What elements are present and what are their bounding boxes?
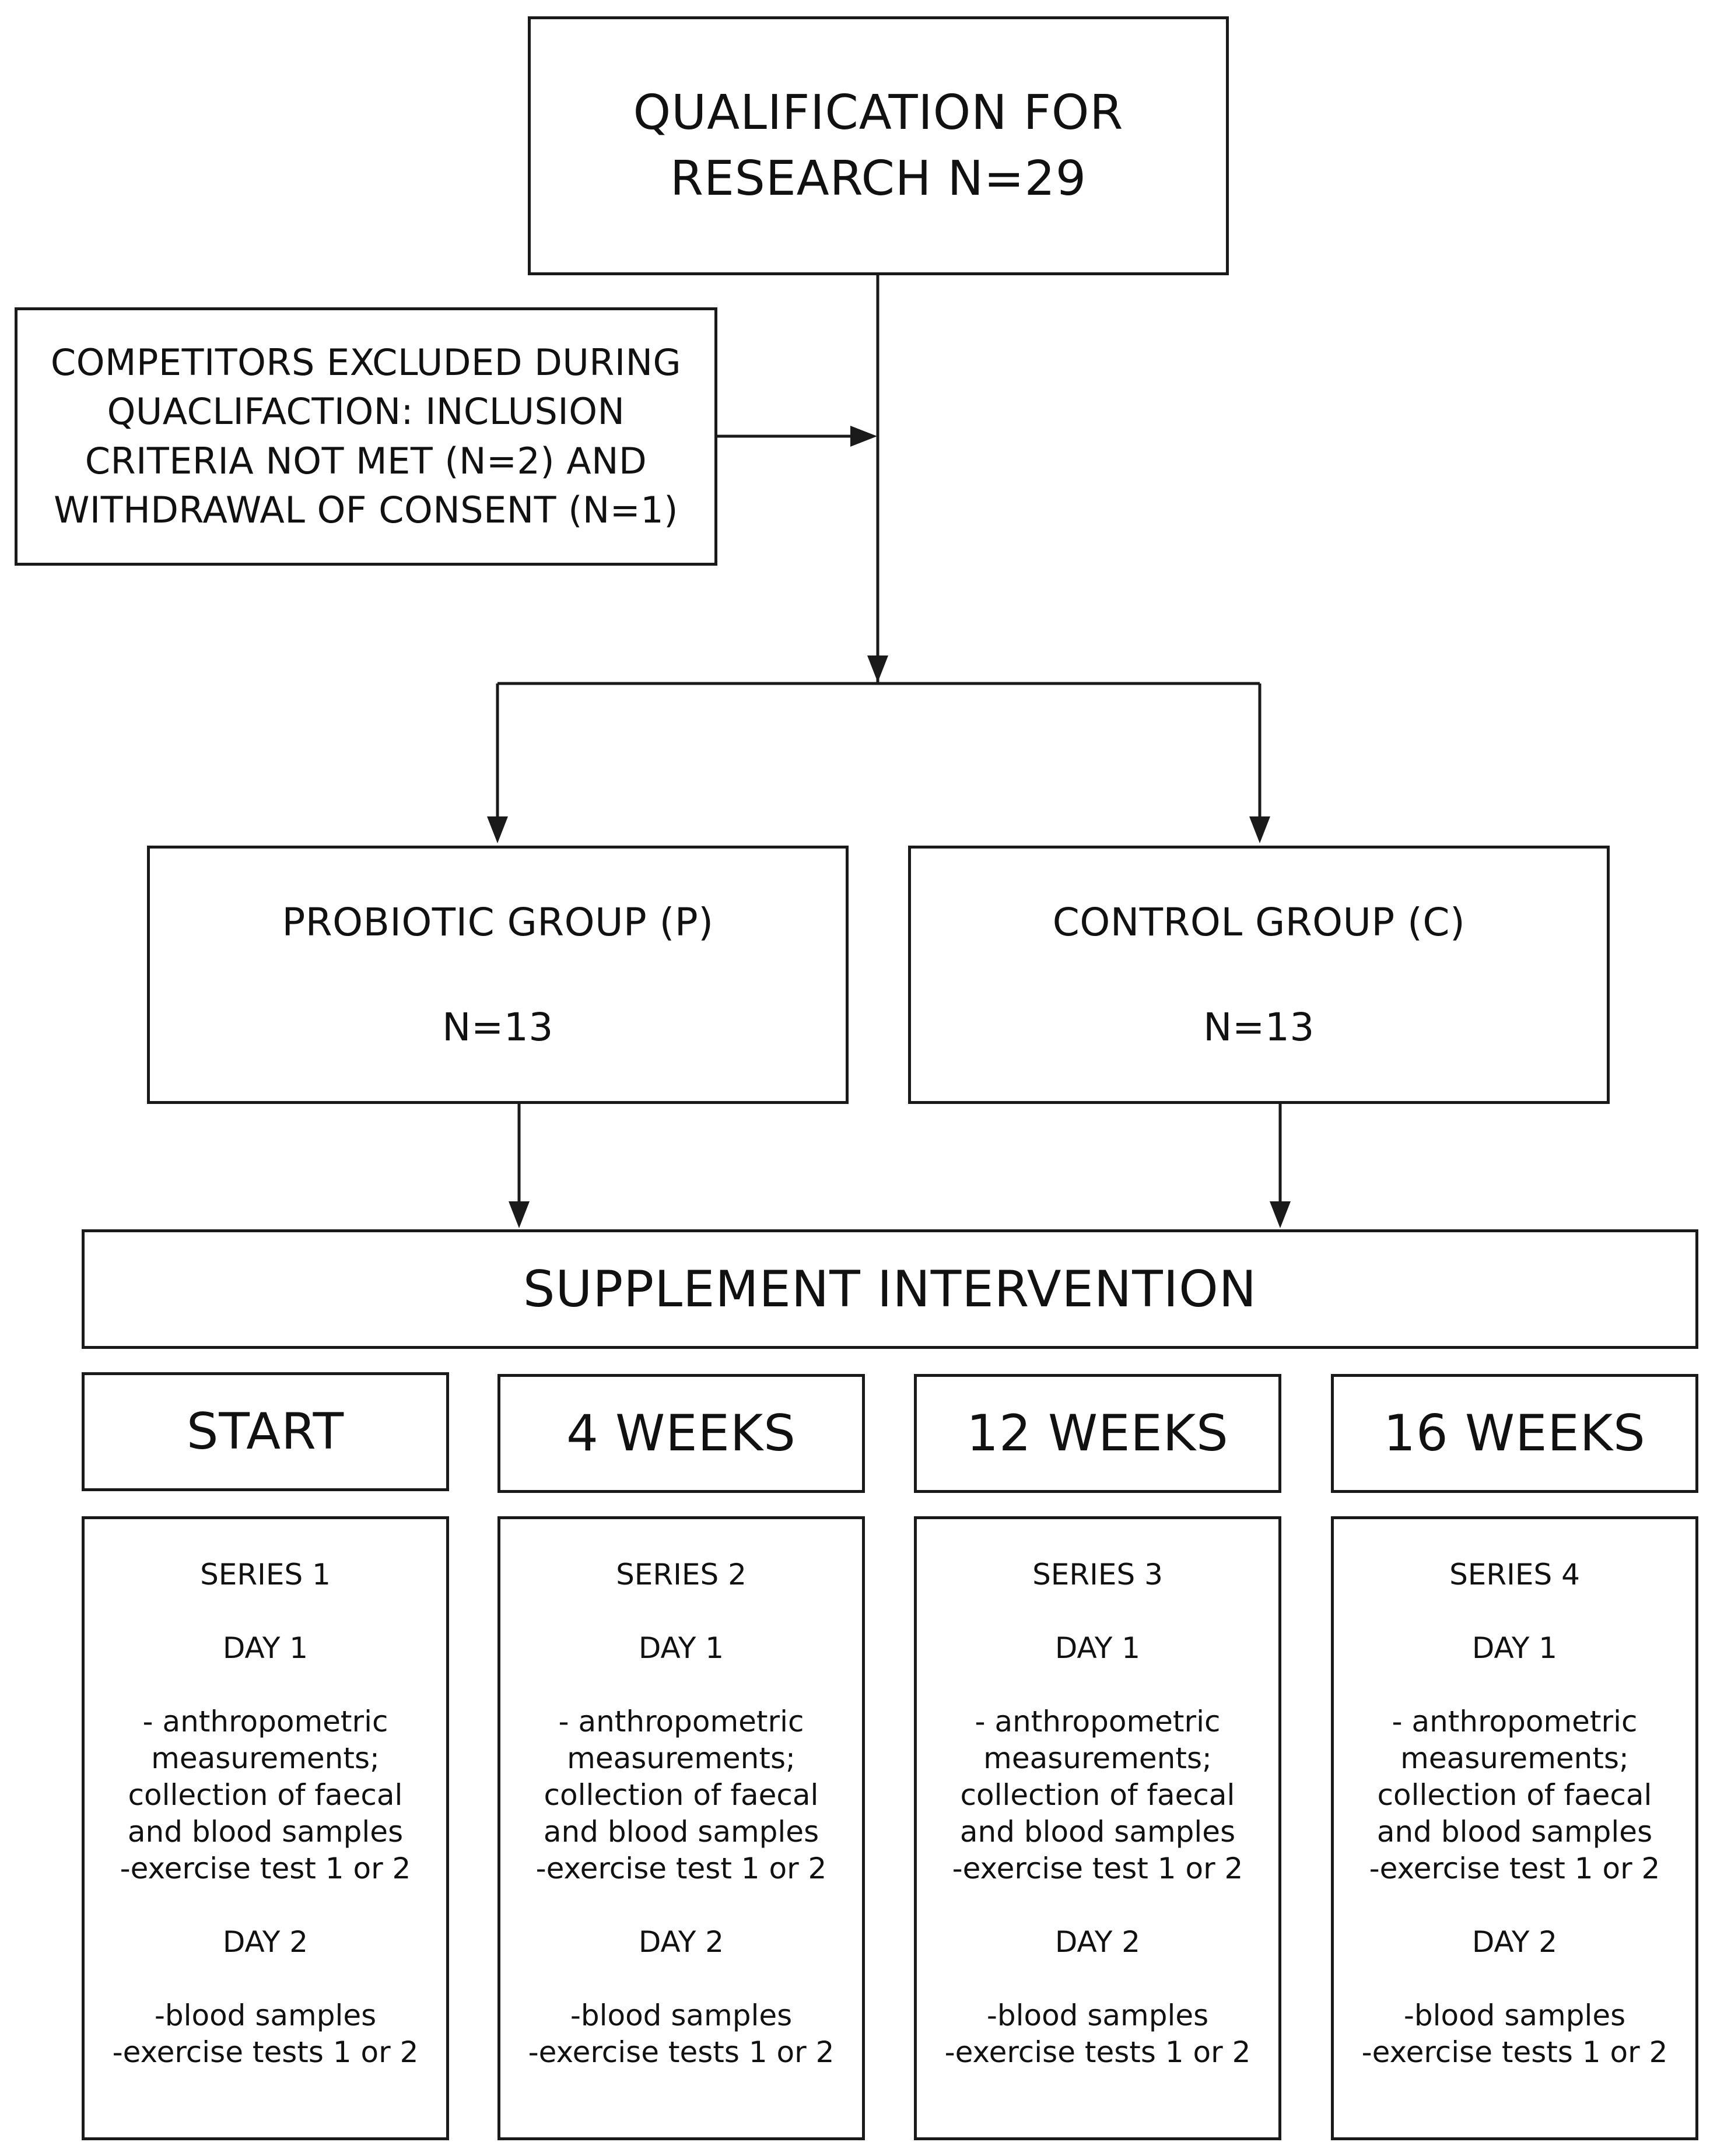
day1-item: - anthropometric xyxy=(1392,1705,1638,1738)
series-3-box: SERIES 3 DAY 1 - anthropometric measurem… xyxy=(914,1516,1281,2140)
arrow-head-probiotic-intervention xyxy=(509,1201,530,1228)
day2-label: DAY 2 xyxy=(1471,1925,1558,1959)
probiotic-group-name: PROBIOTIC GROUP (P) xyxy=(282,900,714,945)
qualification-line-1: QUALIFICATION FOR xyxy=(633,85,1124,141)
timepoint-label: 16 WEEKS xyxy=(1383,1404,1646,1463)
day2-label: DAY 2 xyxy=(1054,1925,1141,1959)
series-1-box: SERIES 1 DAY 1 - anthropometric measurem… xyxy=(82,1516,449,2140)
day1-label: DAY 1 xyxy=(638,1631,724,1665)
intervention-label: SUPPLEMENT INTERVENTION xyxy=(523,1260,1257,1319)
day1-item: and blood samples xyxy=(1376,1815,1653,1849)
day1-item: collection of faecal xyxy=(1377,1778,1652,1812)
excluded-line-2: QUACLIFACTION: INCLUSION xyxy=(107,390,625,433)
probiotic-group-n: N=13 xyxy=(442,1004,553,1050)
timepoint-label: 12 WEEKS xyxy=(966,1404,1229,1463)
excluded-line-3: CRITERIA NOT MET (N=2) AND xyxy=(85,439,647,482)
day2-item: -blood samples xyxy=(1403,1999,1626,2032)
day1-item: collection of faecal xyxy=(960,1778,1235,1812)
day1-item: collection of faecal xyxy=(544,1778,819,1812)
day1-label: DAY 1 xyxy=(222,1631,309,1665)
control-group-name: CONTROL GROUP (C) xyxy=(1052,900,1466,945)
day2-item: -exercise tests 1 or 2 xyxy=(528,2035,835,2069)
series-title: SERIES 3 xyxy=(1032,1558,1163,1591)
day2-item: -exercise tests 1 or 2 xyxy=(944,2035,1251,2069)
day1-item: -exercise test 1 or 2 xyxy=(120,1852,411,1885)
day1-item: -exercise test 1 or 2 xyxy=(535,1852,827,1885)
day2-label: DAY 2 xyxy=(638,1925,724,1959)
day2-item: -exercise tests 1 or 2 xyxy=(1361,2035,1668,2069)
intervention-box: SUPPLEMENT INTERVENTION xyxy=(82,1229,1698,1349)
day2-label: DAY 2 xyxy=(222,1925,309,1959)
day1-label: DAY 1 xyxy=(1471,1631,1558,1665)
timepoint-16weeks-box: 16 WEEKS xyxy=(1331,1374,1698,1493)
excluded-line-1: COMPETITORS EXCLUDED DURING xyxy=(50,341,682,384)
day1-item: -exercise test 1 or 2 xyxy=(1369,1852,1660,1885)
day1-item: measurements; xyxy=(151,1741,380,1775)
day1-item: and blood samples xyxy=(127,1815,404,1849)
timepoint-12weeks-box: 12 WEEKS xyxy=(914,1374,1281,1493)
series-4-box: SERIES 4 DAY 1 - anthropometric measurem… xyxy=(1331,1516,1698,2140)
day1-item: - anthropometric xyxy=(975,1705,1221,1738)
timepoint-label: 4 WEEKS xyxy=(566,1404,796,1463)
qualification-line-2: RESEARCH N=29 xyxy=(670,151,1087,206)
series-title: SERIES 1 xyxy=(200,1558,331,1591)
day1-item: and blood samples xyxy=(959,1815,1236,1849)
day2-item: -blood samples xyxy=(986,1999,1209,2032)
arrow-head-excluded xyxy=(850,426,877,447)
control-group-n: N=13 xyxy=(1203,1004,1315,1050)
arrow-head-control xyxy=(1249,816,1270,843)
arrow-head-control-intervention xyxy=(1270,1201,1291,1228)
arrow-head-split xyxy=(867,655,888,682)
arrow-head-probiotic xyxy=(487,816,508,843)
day1-item: and blood samples xyxy=(543,1815,819,1849)
day2-item: -blood samples xyxy=(154,1999,377,2032)
day1-item: measurements; xyxy=(1400,1741,1629,1775)
day1-item: -exercise test 1 or 2 xyxy=(952,1852,1243,1885)
series-title: SERIES 4 xyxy=(1449,1558,1580,1591)
day2-item: -exercise tests 1 or 2 xyxy=(112,2035,419,2069)
qualification-box: QUALIFICATION FOR RESEARCH N=29 xyxy=(528,16,1229,275)
series-2-box: SERIES 2 DAY 1 - anthropometric measurem… xyxy=(497,1516,865,2140)
day2-item: -blood samples xyxy=(570,1999,793,2032)
timepoint-start-box: START xyxy=(82,1372,449,1491)
day1-item: measurements; xyxy=(567,1741,796,1775)
day1-label: DAY 1 xyxy=(1054,1631,1141,1665)
day1-item: - anthropometric xyxy=(142,1705,388,1738)
probiotic-group-box: PROBIOTIC GROUP (P) N=13 xyxy=(147,846,849,1104)
timepoint-4weeks-box: 4 WEEKS xyxy=(497,1374,865,1493)
day1-item: measurements; xyxy=(983,1741,1212,1775)
day1-item: - anthropometric xyxy=(558,1705,804,1738)
excluded-line-4: WITHDRAWAL OF CONSENT (N=1) xyxy=(54,488,678,531)
timepoint-label: START xyxy=(186,1403,345,1461)
excluded-box: COMPETITORS EXCLUDED DURING QUACLIFACTIO… xyxy=(15,307,717,566)
series-title: SERIES 2 xyxy=(616,1558,747,1591)
day1-item: collection of faecal xyxy=(128,1778,403,1812)
control-group-box: CONTROL GROUP (C) N=13 xyxy=(908,846,1610,1104)
